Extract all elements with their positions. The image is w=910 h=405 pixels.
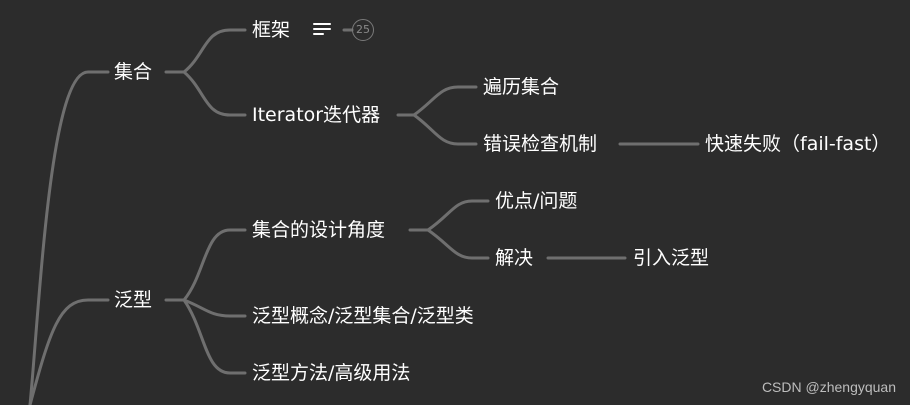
node-collection[interactable]: 集合 xyxy=(114,61,153,83)
edge-design-solution xyxy=(426,228,490,260)
node-generic-concepts[interactable]: 泛型概念/泛型集合/泛型类 xyxy=(252,305,474,327)
node-iterator[interactable]: Iterator迭代器 xyxy=(252,104,381,126)
node-framework[interactable]: 框架 xyxy=(252,19,291,41)
node-pros-issues[interactable]: 优点/问题 xyxy=(495,190,578,212)
edge-iterator-errorcheck xyxy=(412,113,478,146)
edge-root-generics xyxy=(28,298,110,405)
edge-generics-concepts xyxy=(182,298,247,318)
node-design-angle[interactable]: 集合的设计角度 xyxy=(252,219,386,241)
node-fail-fast[interactable]: 快速失败（fail-fast） xyxy=(705,133,891,155)
edge-generics-design xyxy=(182,228,247,302)
edge-root-collection xyxy=(28,70,110,405)
framework-count-badge[interactable]: 25 xyxy=(352,19,374,41)
watermark: CSDN @zhengyquan xyxy=(761,379,896,395)
framework-notes[interactable] xyxy=(313,21,331,37)
node-traverse[interactable]: 遍历集合 xyxy=(483,76,560,98)
node-error-check[interactable]: 错误检查机制 xyxy=(483,133,598,155)
edge-design-pros xyxy=(426,199,490,232)
node-generic-methods[interactable]: 泛型方法/高级用法 xyxy=(252,362,411,384)
notes-lines-icon[interactable] xyxy=(313,21,331,37)
node-solution[interactable]: 解决 xyxy=(495,247,534,269)
edge-generics-methods xyxy=(182,298,247,375)
edge-iterator-traverse xyxy=(412,85,478,117)
edge-collection-iterator xyxy=(182,70,247,117)
edge-collection-framework xyxy=(182,28,247,74)
node-introduce-generics[interactable]: 引入泛型 xyxy=(633,247,710,269)
node-generics[interactable]: 泛型 xyxy=(114,289,153,311)
